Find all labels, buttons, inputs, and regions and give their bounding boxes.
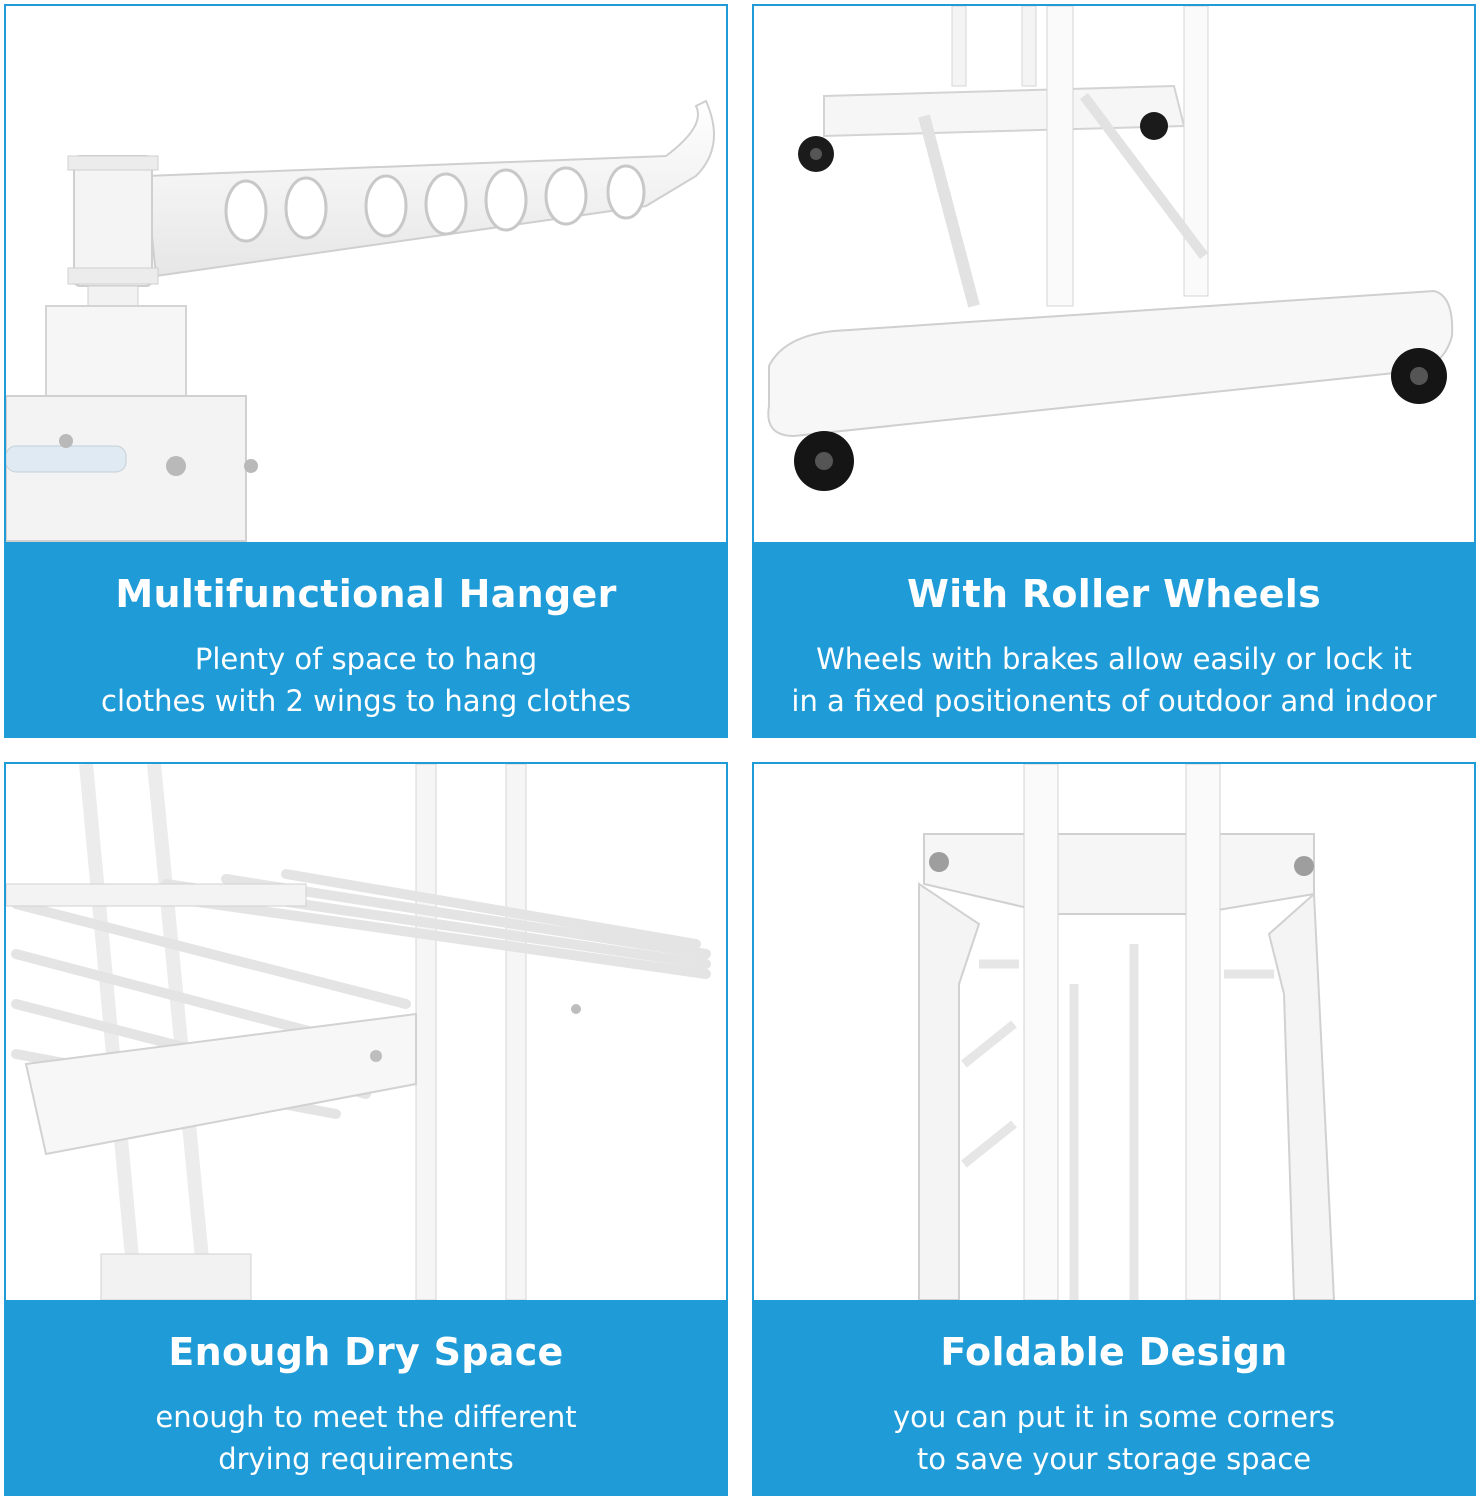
feature-description: enough to meet the different drying requ… <box>6 1396 726 1480</box>
feature-description: Wheels with brakes allow easily or lock … <box>754 638 1474 722</box>
feature-description: you can put it in some corners to save y… <box>754 1396 1474 1480</box>
description-line: in a fixed positionents of outdoor and i… <box>791 684 1437 718</box>
feature-description: Plenty of space to hang clothes with 2 w… <box>6 638 726 722</box>
hanger-wing-photo <box>6 6 726 542</box>
caption-foldable: Foldable Design you can put it in some c… <box>754 1300 1474 1494</box>
description-line: Wheels with brakes allow easily or lock … <box>816 642 1412 676</box>
description-line: to save your storage space <box>916 1442 1312 1476</box>
feature-title: Foldable Design <box>940 1330 1288 1374</box>
caption-dry-space: Enough Dry Space enough to meet the diff… <box>6 1300 726 1494</box>
feature-panel-wheels: With Roller Wheels Wheels with brakes al… <box>752 4 1476 738</box>
feature-panel-foldable: Foldable Design you can put it in some c… <box>752 762 1476 1496</box>
caption-wheels: With Roller Wheels Wheels with brakes al… <box>754 542 1474 736</box>
description-line: drying requirements <box>218 1442 514 1476</box>
feature-panel-hanger: Multifunctional Hanger Plenty of space t… <box>4 4 728 738</box>
feature-panel-dry-space: Enough Dry Space enough to meet the diff… <box>4 762 728 1496</box>
feature-title: With Roller Wheels <box>906 572 1322 616</box>
drying-shelf-photo <box>6 764 726 1300</box>
description-line: Plenty of space to hang <box>194 642 538 676</box>
description-line: you can put it in some corners <box>892 1400 1335 1434</box>
feature-title: Multifunctional Hanger <box>115 572 617 616</box>
folded-frame-photo <box>754 764 1474 1300</box>
description-line: clothes with 2 wings to hang clothes <box>101 684 631 718</box>
roller-wheels-photo <box>754 6 1474 542</box>
caption-hanger: Multifunctional Hanger Plenty of space t… <box>6 542 726 736</box>
feature-title: Enough Dry Space <box>168 1330 564 1374</box>
description-line: enough to meet the different <box>155 1400 577 1434</box>
